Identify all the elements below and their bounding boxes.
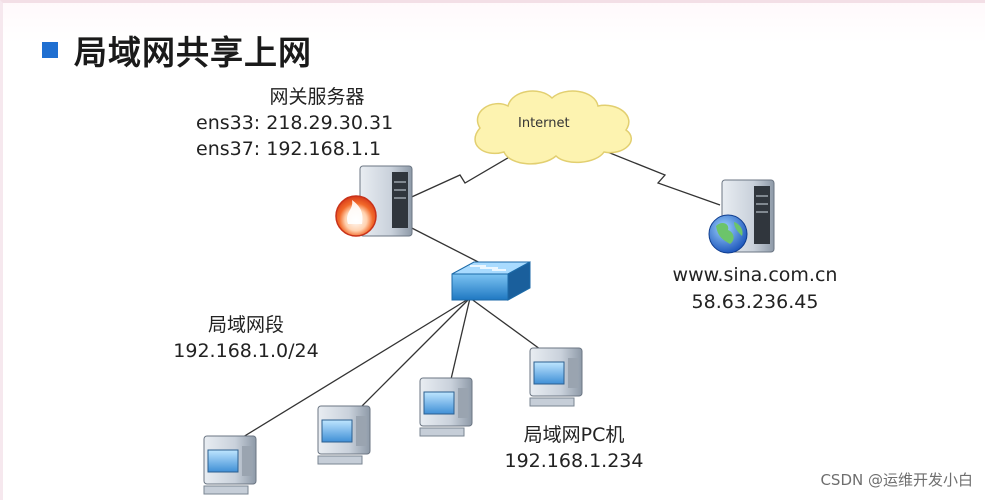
internet-to-website-link: [589, 144, 721, 206]
gateway-to-switch-link: [399, 221, 491, 269]
gateway-name: 网关服务器: [269, 86, 365, 108]
pc-icon: [529, 347, 583, 407]
connection-lines: [224, 144, 721, 449]
gateway-ens33: ens33: 218.29.30.31: [196, 112, 394, 134]
title-bullet: [42, 42, 58, 58]
switch-to-pc1-link: [224, 297, 471, 449]
pc-icon: [419, 377, 473, 437]
server-firewall-icon: [335, 165, 413, 237]
switch-to-pc3-link: [447, 297, 471, 393]
gateway-to-internet-link: [404, 144, 531, 201]
lan-pc-ip: 192.168.1.234: [504, 450, 644, 472]
gateway-ens37: ens37: 192.168.1.1: [196, 138, 382, 160]
cloud-icon: [474, 90, 633, 165]
lan-segment-name: 局域网段: [207, 314, 284, 336]
switch-to-pc2-link: [347, 297, 471, 421]
title-text: 局域网共享上网: [74, 33, 312, 72]
pc-icon: [317, 405, 371, 465]
web-server-icon: [708, 179, 775, 254]
switch-icon: [451, 261, 531, 301]
lan-segment-subnet: 192.168.1.0/24: [173, 340, 319, 362]
internet-label: Internet: [518, 116, 570, 131]
website-ip: 58.63.236.45: [691, 291, 819, 313]
lan-pc-name: 局域网PC机: [523, 424, 625, 446]
csdn-watermark: CSDN @运维开发小白: [820, 471, 973, 489]
website-domain: www.sina.com.cn: [672, 264, 838, 286]
slide-title: 局域网共享上网: [42, 30, 312, 72]
pc-icon: [203, 435, 257, 495]
